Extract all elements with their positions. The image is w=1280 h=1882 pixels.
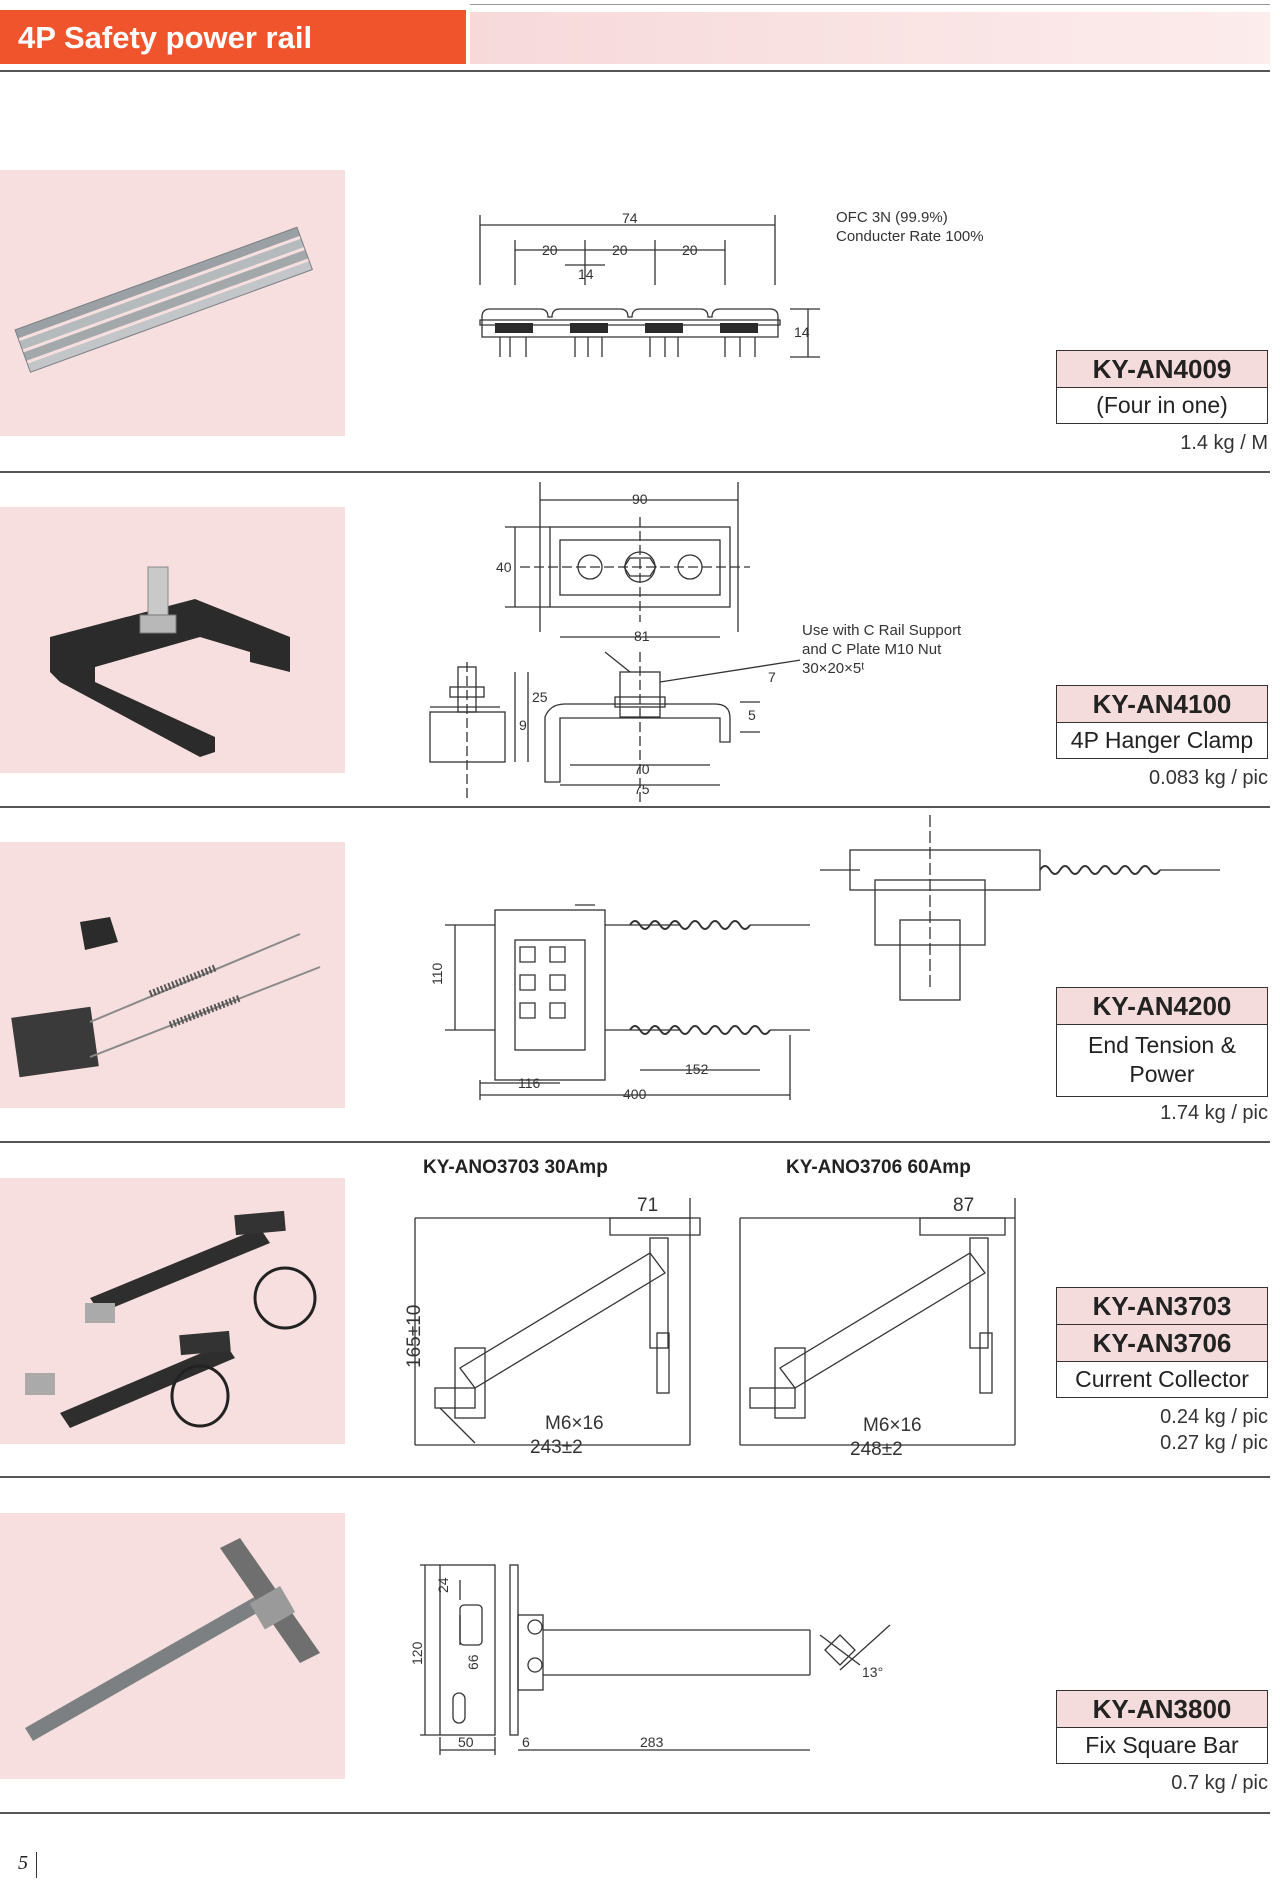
dim-24: 24 [435, 1577, 451, 1593]
page-number: 5 [18, 1852, 28, 1874]
header-top-rule [470, 4, 1270, 5]
dim-110: 110 [429, 962, 445, 985]
weight-value: 0.27 kg / pic [1160, 1432, 1268, 1454]
page-title: 4P Safety power rail [18, 20, 313, 55]
product-label-square-bar: KY-AN3800 Fix Square Bar [1056, 1690, 1268, 1764]
model-description: 4P Hanger Clamp [1070, 727, 1254, 753]
header-title-bar [0, 10, 466, 64]
section-divider [0, 806, 1270, 808]
dim-248: 248±2 [850, 1439, 903, 1460]
product-label-current-collector: KY-AN3703 KY-AN3706 Current Collector [1056, 1287, 1268, 1398]
note-line: Conducter Rate 100% [836, 228, 984, 245]
product-photo-current-collector [0, 1178, 345, 1444]
dim-87: 87 [953, 1195, 974, 1216]
weight-rail: 1.4 kg / M [1180, 430, 1268, 456]
dim-20-c: 20 [682, 242, 698, 258]
dim-50: 50 [458, 1734, 474, 1750]
dim-400: 400 [623, 1086, 647, 1102]
dim-25: 25 [532, 689, 548, 705]
weight-value: 0.7 kg / pic [1171, 1772, 1268, 1794]
dim-283: 283 [640, 1734, 664, 1750]
weight-value: 1.4 kg / M [1180, 432, 1268, 454]
dim-40: 40 [496, 559, 512, 575]
model-code: KY-AN3800 [1057, 1691, 1267, 1728]
product-label-end-tension: KY-AN4200 End Tension & Power [1056, 987, 1268, 1097]
dim-90: 90 [632, 491, 648, 507]
drawing-square-bar: 120 24 66 50 6 283 13° [400, 1555, 920, 1760]
dim-243: 243±2 [530, 1437, 583, 1458]
weight-value: 0.083 kg / pic [1149, 767, 1268, 789]
weight-value: 0.24 kg / pic [1160, 1406, 1268, 1428]
note-line: OFC 3N (99.9%) [836, 209, 948, 226]
page-number-divider [36, 1852, 37, 1878]
dim-9: 9 [519, 717, 527, 733]
dim-152: 152 [685, 1061, 709, 1077]
dim-7: 7 [768, 669, 776, 685]
dim-66: 66 [465, 1654, 481, 1670]
model-description: Fix Square Bar [1085, 1732, 1239, 1758]
drawing-rail: 74 20 20 20 14 14 [470, 205, 830, 370]
model-description: End Tension & Power [1088, 1032, 1236, 1087]
drawing-current-collector: 71 165±10 M6×16 243±2 87 M6×16 248±2 [395, 1183, 1045, 1468]
dim-20-b: 20 [612, 242, 628, 258]
note-line: 30×20×5ᵗ [802, 660, 865, 677]
dim-m6-b: M6×16 [863, 1415, 922, 1436]
product-photo-rail [0, 170, 345, 436]
dim-70: 70 [634, 761, 650, 777]
dim-74: 74 [622, 210, 638, 226]
spec-note-hanger-clamp: Use with C Rail Support and C Plate M10 … [802, 621, 961, 678]
weight-current-collector: 0.24 kg / pic 0.27 kg / pic [1160, 1404, 1268, 1456]
header-rule [0, 70, 1270, 72]
product-label-rail: KY-AN4009 (Four in one) [1056, 350, 1268, 424]
section-divider [0, 1141, 1270, 1143]
note-line: and C Plate M10 Nut [802, 641, 942, 658]
section-divider [0, 1812, 1270, 1814]
dim-13-deg: 13° [862, 1664, 883, 1680]
dim-71: 71 [637, 1195, 658, 1216]
model-code-3703: KY-AN3703 [1057, 1288, 1267, 1325]
dim-75: 75 [634, 781, 650, 797]
dim-120: 120 [409, 1641, 425, 1665]
weight-hanger-clamp: 0.083 kg / pic [1149, 765, 1268, 791]
model-code: KY-AN4009 [1057, 351, 1267, 388]
product-photo-end-tension [0, 842, 345, 1108]
dim-6: 6 [522, 1734, 530, 1750]
model-description: Current Collector [1075, 1366, 1249, 1392]
weight-value: 1.74 kg / pic [1160, 1102, 1268, 1124]
spec-note-rail: OFC 3N (99.9%) Conducter Rate 100% [836, 208, 984, 246]
header-decoration [470, 12, 1270, 64]
drawing-hanger-clamp: 90 40 81 25 9 70 75 5 7 [420, 482, 821, 809]
dim-14-a: 14 [578, 266, 594, 282]
dim-81: 81 [634, 628, 650, 644]
dim-14-b: 14 [794, 324, 810, 340]
model-code: KY-AN4100 [1057, 686, 1267, 723]
subhead-3703: KY-ANO3703 30Amp [423, 1157, 608, 1178]
model-code: KY-AN4200 [1057, 988, 1267, 1025]
product-label-hanger-clamp: KY-AN4100 4P Hanger Clamp [1056, 685, 1268, 759]
dim-20-a: 20 [542, 242, 558, 258]
model-description: (Four in one) [1096, 392, 1228, 418]
section-divider [0, 471, 1270, 473]
weight-square-bar: 0.7 kg / pic [1171, 1770, 1268, 1796]
weight-end-tension: 1.74 kg / pic [1160, 1100, 1268, 1126]
subhead-3706: KY-ANO3706 60Amp [786, 1157, 971, 1178]
drawing-end-tension: 110 116 400 152 [420, 815, 1240, 1110]
dim-165: 165±10 [404, 1305, 425, 1368]
model-code-3706: KY-AN3706 [1057, 1325, 1267, 1362]
dim-m6-a: M6×16 [545, 1413, 604, 1434]
product-photo-hanger-clamp [0, 507, 345, 773]
dim-5: 5 [748, 707, 756, 723]
section-divider [0, 1476, 1270, 1478]
dim-116: 116 [518, 1075, 541, 1091]
note-line: Use with C Rail Support [802, 622, 962, 639]
product-photo-square-bar [0, 1513, 345, 1779]
